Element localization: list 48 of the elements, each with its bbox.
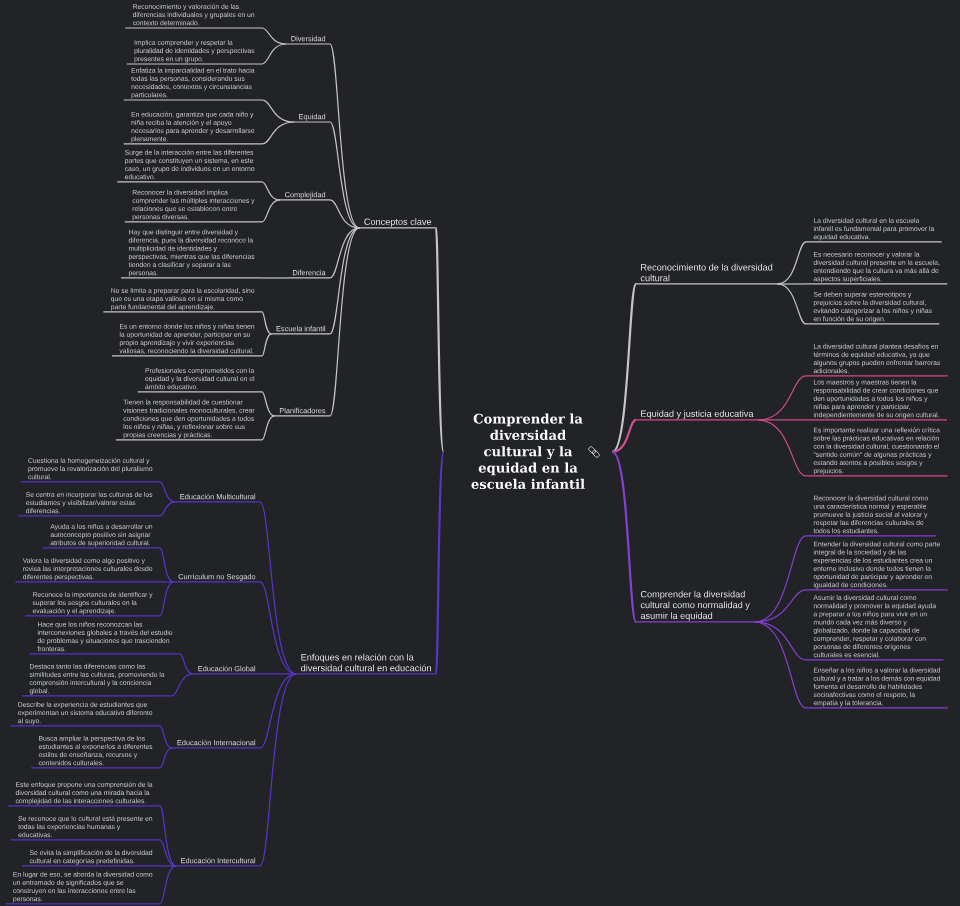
branch-line	[434, 451, 445, 675]
branch-line	[261, 415, 276, 441]
branch-line	[159, 581, 175, 617]
branch-line	[776, 283, 807, 285]
branch-line	[159, 805, 177, 867]
branch-line	[159, 747, 174, 769]
branch-line	[159, 547, 175, 583]
branch-line	[753, 621, 807, 661]
branch-line	[261, 333, 273, 357]
branch-line	[261, 391, 276, 417]
branch-line	[329, 227, 361, 335]
branch-line	[259, 501, 297, 675]
branch-line	[261, 99, 295, 123]
branch-line	[159, 839, 177, 867]
branch-line	[159, 865, 177, 905]
branch-line	[757, 419, 807, 421]
branch-line	[259, 581, 297, 675]
branch-line	[159, 865, 177, 867]
branch-line	[329, 199, 361, 229]
branch-line	[753, 589, 807, 623]
branch-line	[159, 581, 175, 583]
branch-line	[261, 181, 281, 201]
branch-line	[776, 241, 807, 285]
branch-line	[259, 673, 297, 749]
branch-line	[329, 227, 361, 417]
branch-line	[329, 43, 361, 229]
branch-line	[259, 673, 297, 675]
branch-line	[159, 501, 176, 517]
branch-line	[776, 283, 807, 325]
branch-line	[612, 419, 637, 454]
branch-line	[261, 277, 289, 279]
branch-line	[179, 653, 195, 675]
branch-line	[261, 311, 273, 335]
branch-line	[261, 27, 287, 45]
branch-line	[259, 673, 297, 867]
branch-line	[261, 121, 295, 145]
branch-line	[611, 451, 637, 623]
branch-line	[171, 673, 195, 697]
branch-line	[329, 227, 361, 279]
branch-line	[434, 227, 445, 453]
branch-line	[611, 283, 637, 453]
branch-line	[159, 725, 174, 749]
branch-line	[753, 621, 807, 709]
branch-line	[261, 199, 281, 223]
branch-line	[159, 481, 176, 503]
branch-line	[757, 419, 807, 477]
branch-line	[329, 121, 361, 229]
branch-line	[261, 43, 287, 65]
